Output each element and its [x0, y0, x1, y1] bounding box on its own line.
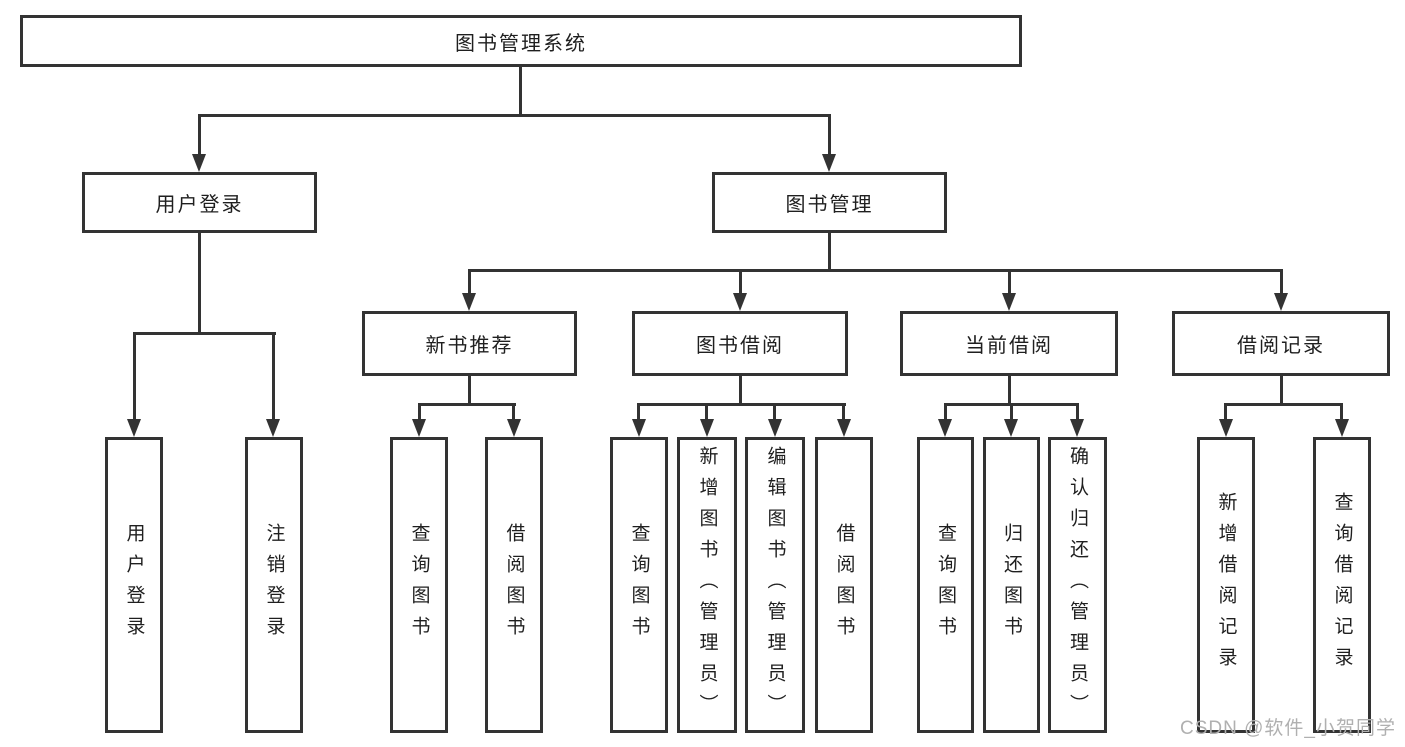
node-library-system: 图书管理系统	[20, 15, 1022, 67]
connector-book-borrow-stem	[739, 376, 742, 405]
leaf-user-login: 用户登录	[105, 437, 163, 733]
node-user-login: 用户登录	[82, 172, 317, 233]
leaf-new-books-borrow: 借阅图书	[485, 437, 543, 733]
arrow-down-icon	[1335, 419, 1349, 437]
arrow-down-icon	[837, 419, 851, 437]
connector-records-stem	[1280, 376, 1283, 405]
arrow-down-icon	[412, 419, 426, 437]
arrow-down-icon	[192, 154, 206, 172]
leaf-borrow-query: 查询图书	[610, 437, 668, 733]
connector-to-leaf	[637, 403, 640, 421]
arrow-down-icon	[768, 419, 782, 437]
connector-book-borrow-bar	[638, 403, 846, 406]
connector-to-new-books	[468, 269, 471, 295]
arrow-down-icon	[266, 419, 280, 437]
connector-to-leaf	[1340, 403, 1343, 421]
leaf-current-return: 归还图书	[983, 437, 1040, 733]
arrow-down-icon	[1070, 419, 1084, 437]
connector-root-bar	[198, 114, 831, 117]
arrow-down-icon	[1219, 419, 1233, 437]
connector-to-leaf	[1224, 403, 1227, 421]
leaf-records-add: 新增借阅记录	[1197, 437, 1255, 733]
arrow-down-icon	[1274, 293, 1288, 311]
node-book-borrow: 图书借阅	[632, 311, 848, 376]
connector-to-leaf	[842, 403, 845, 421]
arrow-down-icon	[733, 293, 747, 311]
connector-user-login-stem	[198, 233, 201, 334]
leaf-current-query: 查询图书	[917, 437, 974, 733]
leaf-current-confirm-admin: 确认归还（管理员）	[1048, 437, 1107, 733]
watermark: CSDN @软件_小贺同学	[1180, 718, 1396, 739]
arrow-down-icon	[127, 419, 141, 437]
connector-to-book-borrow	[739, 269, 742, 295]
connector-to-leaf	[272, 332, 275, 421]
arrow-down-icon	[938, 419, 952, 437]
connector-to-borrow-records	[1280, 269, 1283, 295]
connector-book-mgmt-stem	[828, 233, 831, 271]
arrow-down-icon	[700, 419, 714, 437]
connector-to-leaf	[418, 403, 421, 421]
connector-new-books-stem	[468, 376, 471, 405]
arrow-down-icon	[632, 419, 646, 437]
connector-to-leaf	[512, 403, 515, 421]
connector-to-leaf	[705, 403, 708, 421]
leaf-records-query: 查询借阅记录	[1313, 437, 1371, 733]
connector-to-leaf	[1010, 403, 1013, 421]
node-book-management: 图书管理	[712, 172, 947, 233]
arrow-down-icon	[1002, 293, 1016, 311]
connector-to-leaf	[133, 332, 136, 421]
connector-book-mgmt-bar	[468, 269, 1283, 272]
connector-to-leaf	[944, 403, 947, 421]
arrow-down-icon	[1004, 419, 1018, 437]
connector-to-book-management	[828, 114, 831, 155]
connector-to-current-borrow	[1008, 269, 1011, 295]
connector-to-leaf	[1076, 403, 1079, 421]
leaf-borrow-borrow: 借阅图书	[815, 437, 873, 733]
connector-user-login-bar	[133, 332, 276, 335]
leaf-borrow-edit-admin: 编辑图书（管理员）	[745, 437, 805, 733]
leaf-new-books-query: 查询图书	[390, 437, 448, 733]
connector-current-stem	[1008, 376, 1011, 405]
node-current-borrow: 当前借阅	[900, 311, 1118, 376]
node-borrow-records: 借阅记录	[1172, 311, 1390, 376]
leaf-borrow-add-admin: 新增图书（管理员）	[677, 437, 737, 733]
node-new-book-recommend: 新书推荐	[362, 311, 577, 376]
connector-to-user-login	[198, 114, 201, 155]
arrow-down-icon	[822, 154, 836, 172]
arrow-down-icon	[462, 293, 476, 311]
connector-records-bar	[1224, 403, 1343, 406]
connector-root-stem	[519, 67, 522, 116]
connector-to-leaf	[773, 403, 776, 421]
leaf-logout: 注销登录	[245, 437, 303, 733]
connector-new-books-bar	[418, 403, 516, 406]
arrow-down-icon	[507, 419, 521, 437]
